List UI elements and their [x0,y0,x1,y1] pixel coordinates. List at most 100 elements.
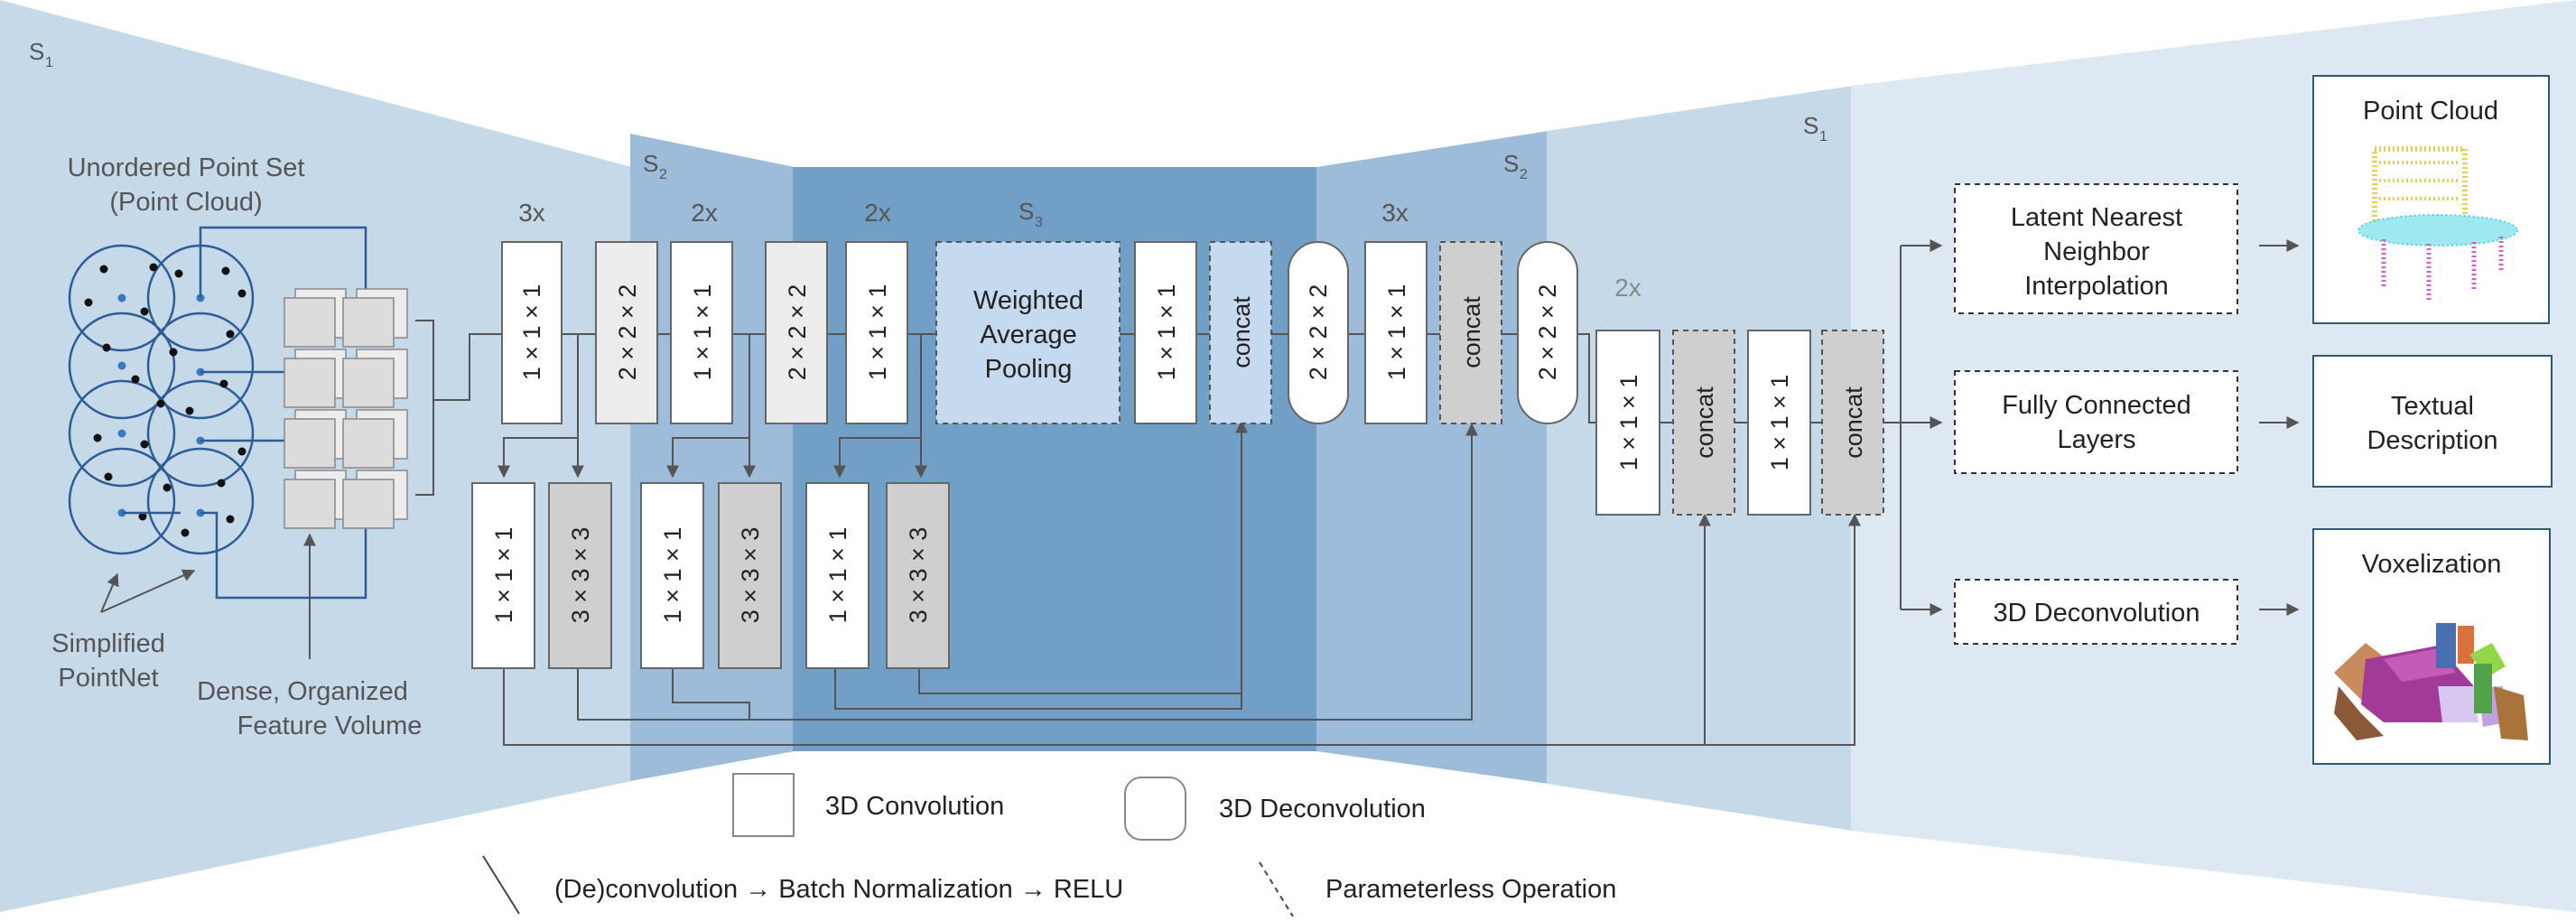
conv-block-1x1x1: 1 × 1 × 1 [1595,330,1660,516]
volume-connectors [122,226,367,600]
pool-label-line2: Average [980,321,1077,349]
scale-label-s1-right-sub: 1 [1819,129,1827,144]
point [226,330,235,339]
circle-7 [68,447,176,555]
conv-block-1x1x1: 1 × 1 × 1 [1134,241,1197,424]
circle-6 [146,379,255,488]
circle-5 [68,379,176,488]
legend-conv-label: 3D Convolution [825,792,1004,821]
repeat-labels: 3x 2x 2x 3x 2x [518,199,1641,302]
block-label: concat [1691,386,1718,459]
band-s2-left [630,134,795,781]
repeat-label: 2x [691,199,718,227]
volume-cell [284,479,336,529]
scale-label-s2-right-sub: 2 [1520,167,1528,182]
skip-connection [1705,513,1861,746]
repeat-label: 3x [518,199,545,227]
latent-label-line2: Neighbor [2043,237,2150,266]
block-label: 3 × 3 × 3 [567,527,594,624]
point [237,289,246,298]
arrow [100,569,196,613]
point [226,515,235,524]
scale-label-s3: S [1018,198,1034,225]
conv-block-1x1x1: 1 × 1 × 1 [805,482,870,669]
main-line [1577,333,1596,423]
volume-bracket [415,320,434,496]
residual-lines [498,334,1861,746]
deconv-head-label: 3D Deconvolution [1994,599,2200,628]
block-label: 1 × 1 × 1 [490,527,517,624]
block-label: 2 × 2 × 2 [1534,284,1561,381]
volume-cell [284,297,336,348]
weighted-average-pooling: Weighted Average Pooling [935,241,1121,424]
conv-block-2x2x2: 2 × 2 × 2 [765,241,828,424]
volume-cell [342,358,395,408]
voxelization-title: Voxelization [2362,550,2502,579]
point [169,348,178,357]
volume-label-line2: Feature Volume [237,712,423,740]
point [84,298,93,307]
connector [200,511,367,600]
point [156,399,165,408]
skip-connection [918,668,1242,694]
point [237,447,246,456]
legend-conv-swatch [732,773,795,837]
concat-block: concat [1209,241,1272,424]
voxel-scene-image [2334,623,2528,740]
point [181,528,190,537]
block-label: 1 × 1 × 1 [1153,284,1180,381]
scale-label-s2-right: S [1503,150,1519,177]
block-label: 2 × 2 × 2 [784,284,811,381]
fc-label-line2: Layers [2057,425,2135,454]
pool-label-line3: Pooling [985,355,1073,384]
volume-cell [342,297,395,348]
point [217,479,226,488]
point-cloud-output: Point Cloud [2312,75,2550,324]
block-label: 1 × 1 × 1 [1383,284,1410,381]
block-label: concat [1458,296,1485,368]
block-label: 3 × 3 × 3 [905,527,932,624]
deconv-block-2x2x2: 2 × 2 × 2 [1517,241,1578,424]
pointnet-label-line1: Simplified [51,629,165,658]
legend-deconv-label: 3D Deconvolution [1219,795,1426,823]
block-label: 2 × 2 × 2 [1305,284,1332,381]
block-label: 2 × 2 × 2 [614,284,641,381]
point [219,379,228,388]
point-circles [68,244,255,555]
scale-label-s1-left-sub: 1 [45,55,53,70]
volume-label-line1: Dense, Organized [197,677,408,706]
conv-block-2x2x2: 2 × 2 × 2 [595,241,658,424]
black-points [84,263,246,537]
circle-3 [68,312,176,420]
input-to-encoder [433,333,502,401]
legend-deconv-swatch [1124,777,1186,841]
point [149,263,158,272]
block-label: 1 × 1 × 1 [824,527,851,624]
block-label: 1 × 1 × 1 [689,284,716,381]
block-label: 1 × 1 × 1 [1766,375,1793,471]
latent-nn-head: Latent Nearest Neighbor Interpolation [1954,183,2238,314]
block-label: 3 × 3 × 3 [737,527,764,624]
latent-label-line3: Interpolation [2024,272,2169,301]
voxelization-output: Voxelization [2312,528,2551,765]
point [104,472,113,481]
point [102,343,111,352]
network-blocks: 1 × 1 × 1 2 × 2 × 2 1 × 1 × 1 2 × 2 × 2 … [471,241,1884,669]
point [140,307,149,316]
point-cloud-title: Point Cloud [2363,97,2498,126]
point [138,512,147,521]
point [131,375,140,384]
conv-block-3x3x3: 3 × 3 × 3 [886,482,950,669]
center-point [117,293,126,302]
legend-bn-label: (De)convolution → Batch Normalization → … [554,875,1123,904]
point [163,483,172,492]
scale-label-s3-sub: 3 [1035,215,1043,230]
volume-cell [284,358,336,408]
skip-connection [503,513,1711,746]
point [185,406,194,415]
conv-block-1x1x1: 1 × 1 × 1 [1364,241,1427,424]
connector [199,226,367,298]
conv-block-1x1x1: 1 × 1 × 1 [670,241,733,424]
conv-block-1x1x1: 1 × 1 × 1 [501,241,563,424]
arrow [100,572,119,613]
